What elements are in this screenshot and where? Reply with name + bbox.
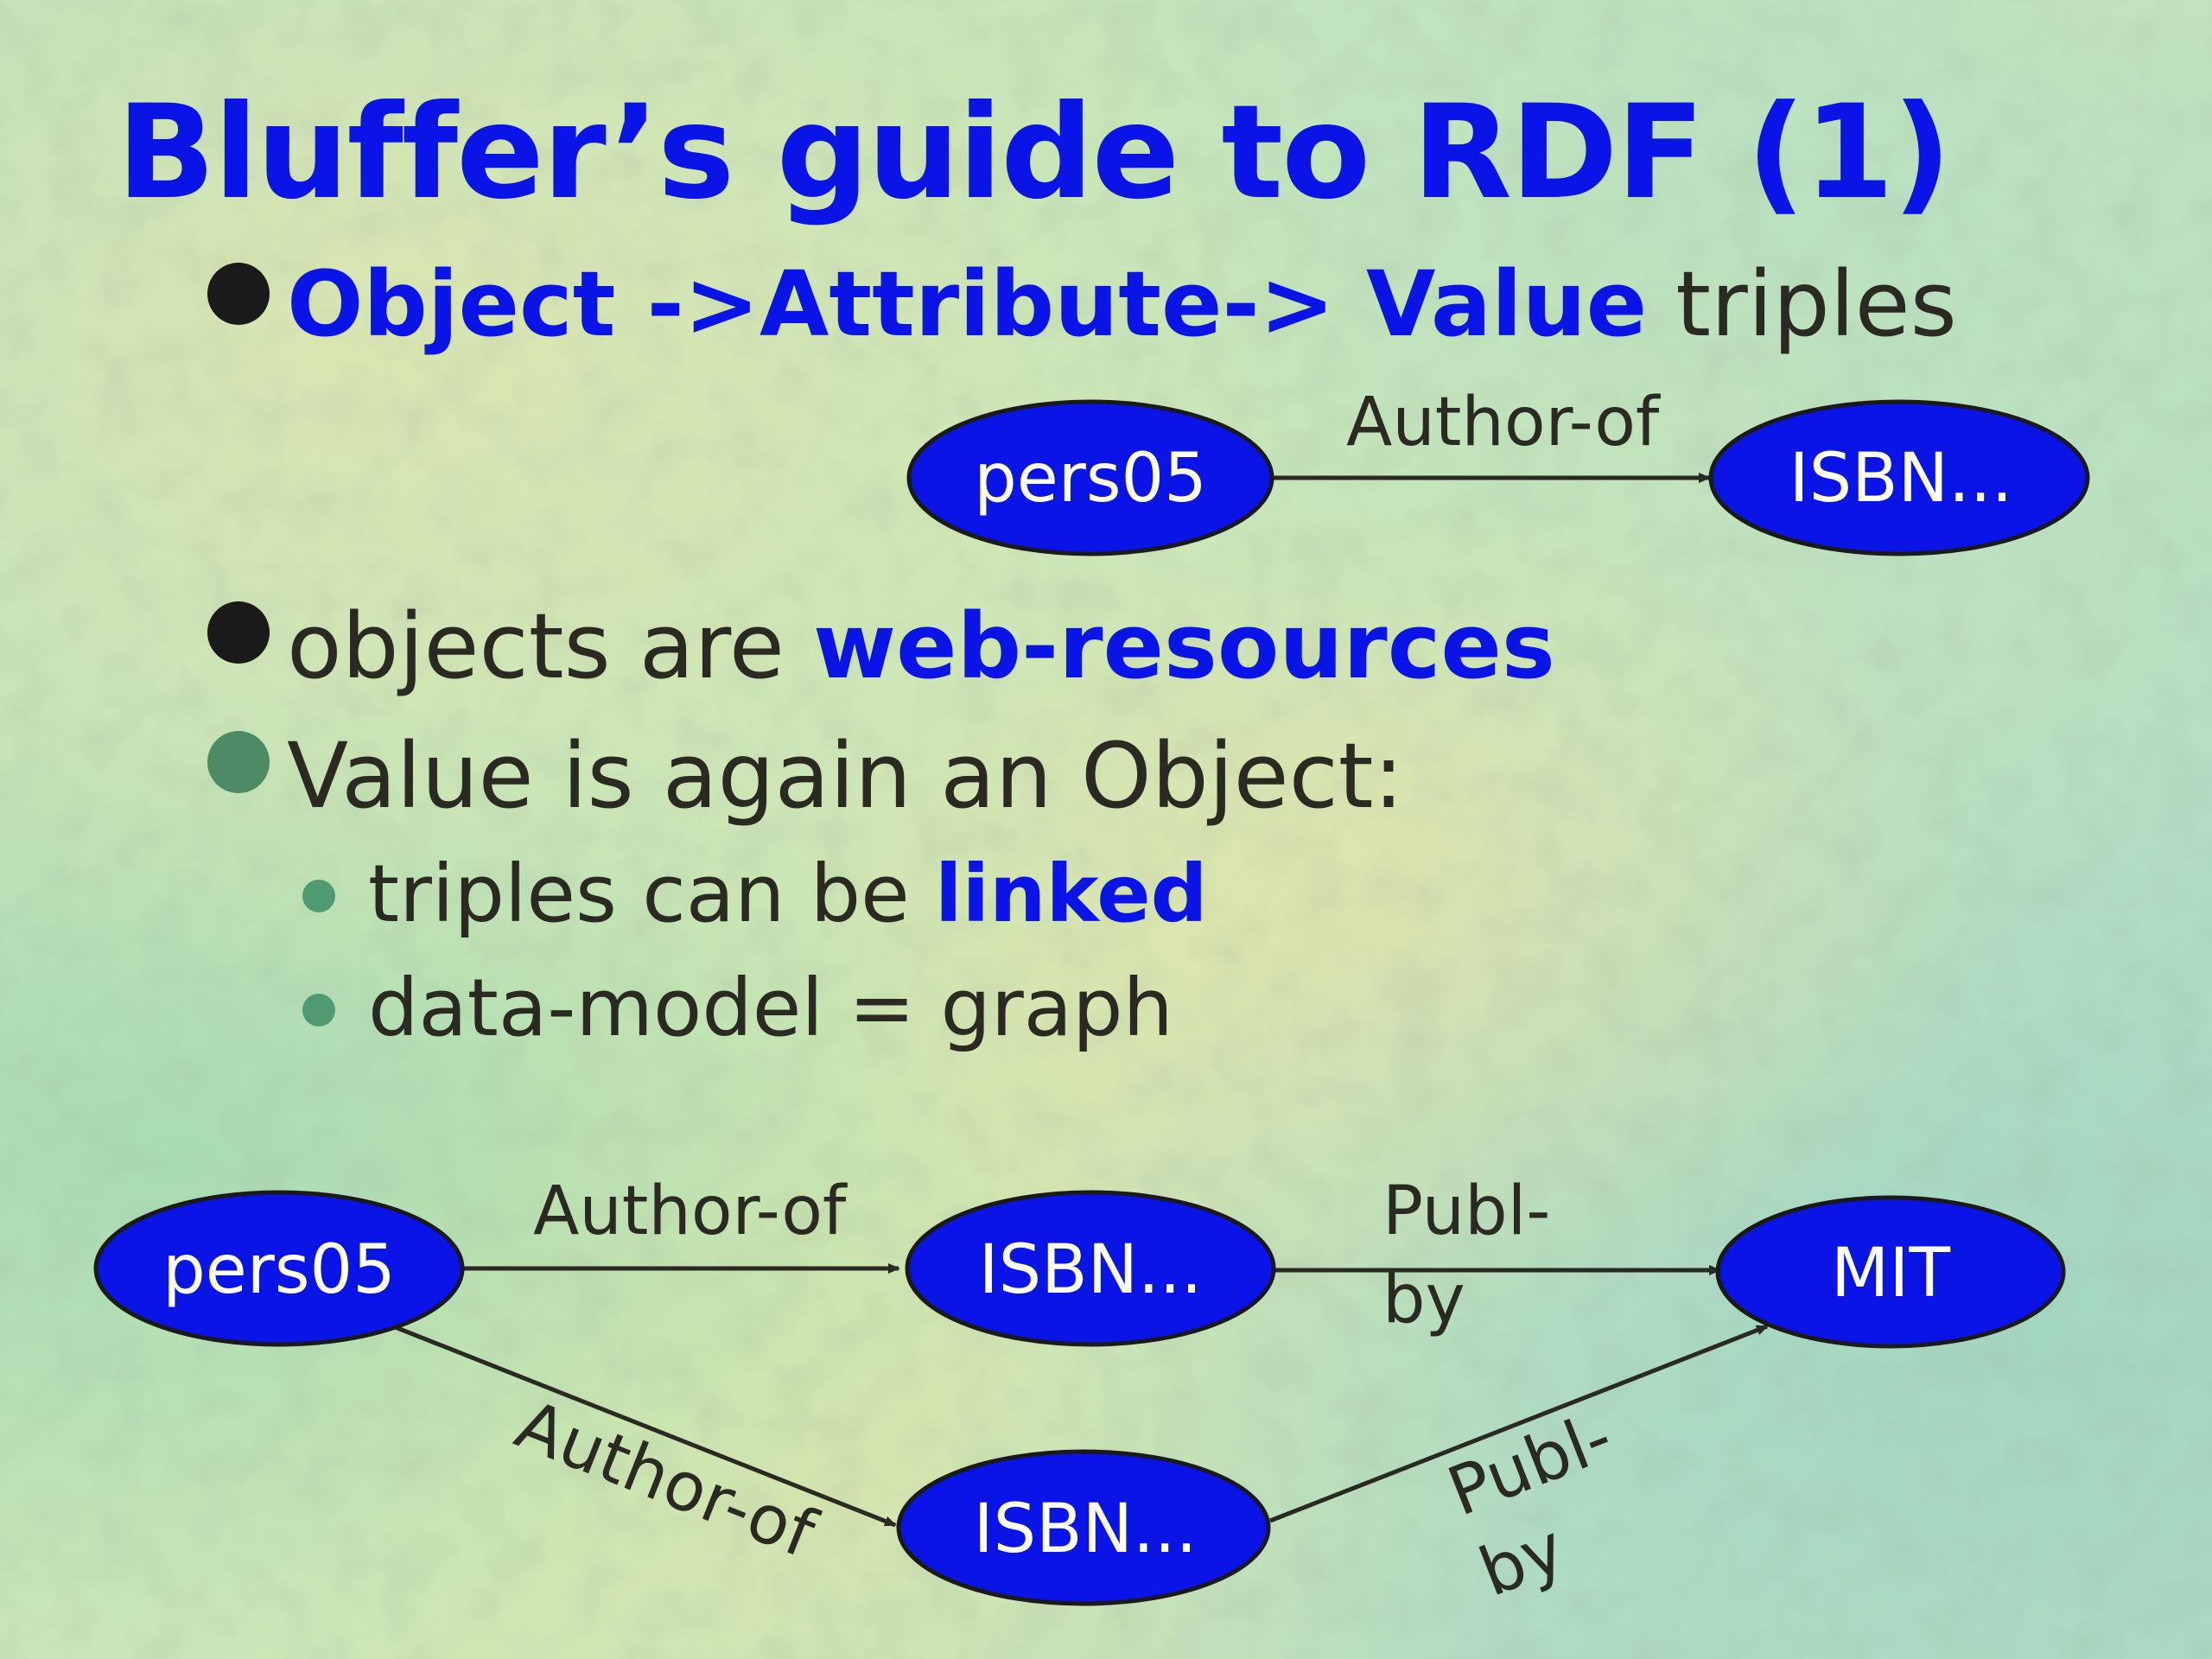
sub-bullet-text: data-model = graph <box>368 962 1173 1054</box>
node-book-a: ISBN... <box>905 1190 1276 1347</box>
bullet-plain: objects are <box>287 594 813 699</box>
edge-label-group: Publ- by <box>1438 1398 1623 1612</box>
node-label: ISBN... <box>1789 440 2013 518</box>
graph-diagram: Author-of Publ- by Author-of Publ- by pe… <box>93 1173 2066 1612</box>
edge-arrow <box>392 1324 897 1528</box>
bullet-dot <box>207 601 270 664</box>
bullet-text: Value is again an Object: <box>287 723 1404 829</box>
slide-title: Bluffer’s guide to RDF (1) <box>117 78 1952 228</box>
bullet-emphasis: web-resources <box>812 594 1555 699</box>
node-publisher: MIT <box>1715 1195 2066 1349</box>
node-person: pers05 <box>93 1190 465 1347</box>
node-label: MIT <box>1831 1235 1950 1313</box>
edge-label: Author-of <box>533 1173 848 1250</box>
node-subject: pers05 <box>906 399 1274 556</box>
sub-bullet-emphasis: linked <box>934 848 1208 940</box>
bullet-dot <box>207 263 270 325</box>
sub-bullet-text: triples can be linked <box>368 847 1207 942</box>
edge-label: Author-of <box>1346 384 1661 461</box>
sub-bullet-dot <box>302 994 335 1027</box>
bullet-text: Object ->Attribute-> Value triples <box>287 252 1957 356</box>
node-label: ISBN... <box>974 1491 1198 1568</box>
single-triple-diagram: Author-of pers05 ISBN... <box>906 384 2090 556</box>
node-label: pers05 <box>974 440 1206 518</box>
bullet-dot <box>207 731 270 793</box>
node-label: ISBN... <box>979 1231 1203 1309</box>
sub-bullet-plain: triples can be <box>368 848 935 940</box>
sub-bullet-dot <box>302 880 335 912</box>
node-book-b: ISBN... <box>896 1449 1271 1606</box>
edge-label: Publ- <box>1382 1173 1550 1250</box>
edge-label: by <box>1382 1261 1465 1338</box>
bullet-plain: triples <box>1647 251 1957 357</box>
edge-arrow <box>1269 1324 1769 1523</box>
bullet-text: objects are web-resources <box>287 594 1555 698</box>
bullet-emphasis: Object ->Attribute-> Value <box>287 251 1648 357</box>
node-object: ISBN... <box>1708 399 2090 556</box>
node-label: pers05 <box>162 1231 395 1309</box>
edge-label: by <box>1470 1510 1575 1612</box>
